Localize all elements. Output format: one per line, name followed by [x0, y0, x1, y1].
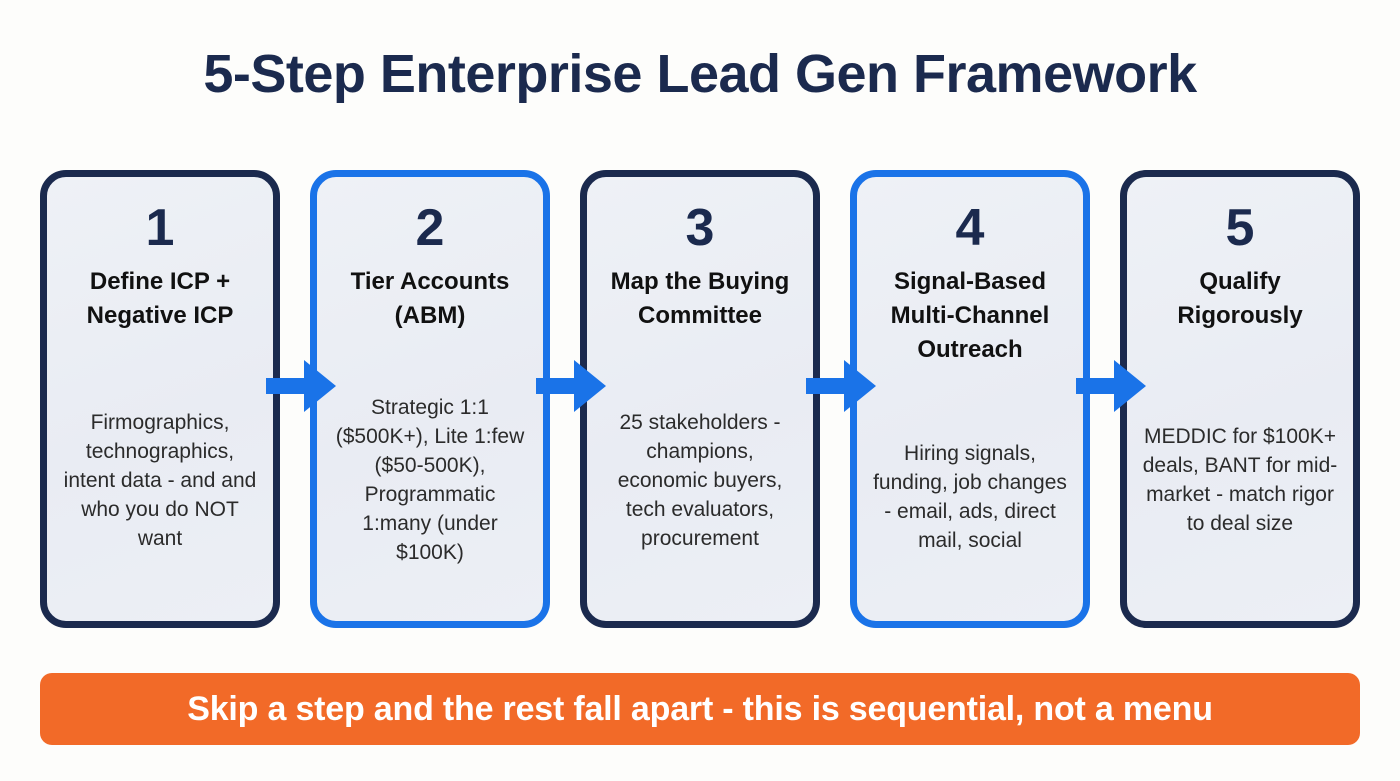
step-title-5: Qualify Rigorously [1177, 268, 1303, 329]
step-title-1: Define ICP + Negative ICP [86, 268, 234, 329]
step-card-1: 1 Define ICP + Negative ICP Firmographic… [40, 170, 280, 628]
step-card-4: 4 Signal-Based Multi-Channel Outreach Hi… [850, 170, 1090, 628]
step-number-4: 4 [955, 199, 985, 257]
step-number-5: 5 [1225, 199, 1255, 257]
step-body-wrap-4: Hiring signals, funding, job changes - e… [871, 377, 1069, 605]
step-body-2: Strategic 1:1 ($500K+), Lite 1:few ($50-… [335, 396, 525, 564]
footer-banner-text: Skip a step and the rest fall apart - th… [187, 690, 1213, 728]
step-card-3: 3 Map the Buying Committee 25 stakeholde… [580, 170, 820, 628]
step-card-5: 5 Qualify Rigorously MEDDIC for $100K+ d… [1120, 170, 1360, 628]
step-number-1: 1 [145, 199, 175, 257]
step-number-3: 3 [685, 199, 715, 257]
step-body-3: 25 stakeholders - champions, economic bu… [617, 410, 783, 550]
footer-banner: Skip a step and the rest fall apart - th… [40, 673, 1360, 745]
step-title-3: Map the Buying Committee [610, 268, 790, 329]
step-title-4: Signal-Based Multi-Channel Outreach [890, 268, 1050, 363]
step-card-row: 1 Define ICP + Negative ICP Firmographic… [40, 170, 1360, 630]
step-body-wrap-3: 25 stakeholders - champions, economic bu… [601, 343, 799, 605]
step-title-2: Tier Accounts (ABM) [350, 268, 510, 329]
step-body-wrap-2: Strategic 1:1 ($500K+), Lite 1:few ($50-… [331, 343, 529, 605]
step-body-wrap-1: Firmographics, technographics, intent da… [61, 343, 259, 605]
step-body-4: Hiring signals, funding, job changes - e… [873, 442, 1067, 552]
step-number-2: 2 [415, 199, 445, 257]
step-card-2: 2 Tier Accounts (ABM) Strategic 1:1 ($50… [310, 170, 550, 628]
page-title: 5-Step Enterprise Lead Gen Framework [203, 44, 1197, 104]
step-body-1: Firmographics, technographics, intent da… [63, 410, 257, 550]
step-body-wrap-5: MEDDIC for $100K+ deals, BANT for mid-ma… [1141, 343, 1339, 605]
step-body-5: MEDDIC for $100K+ deals, BANT for mid-ma… [1142, 425, 1338, 535]
